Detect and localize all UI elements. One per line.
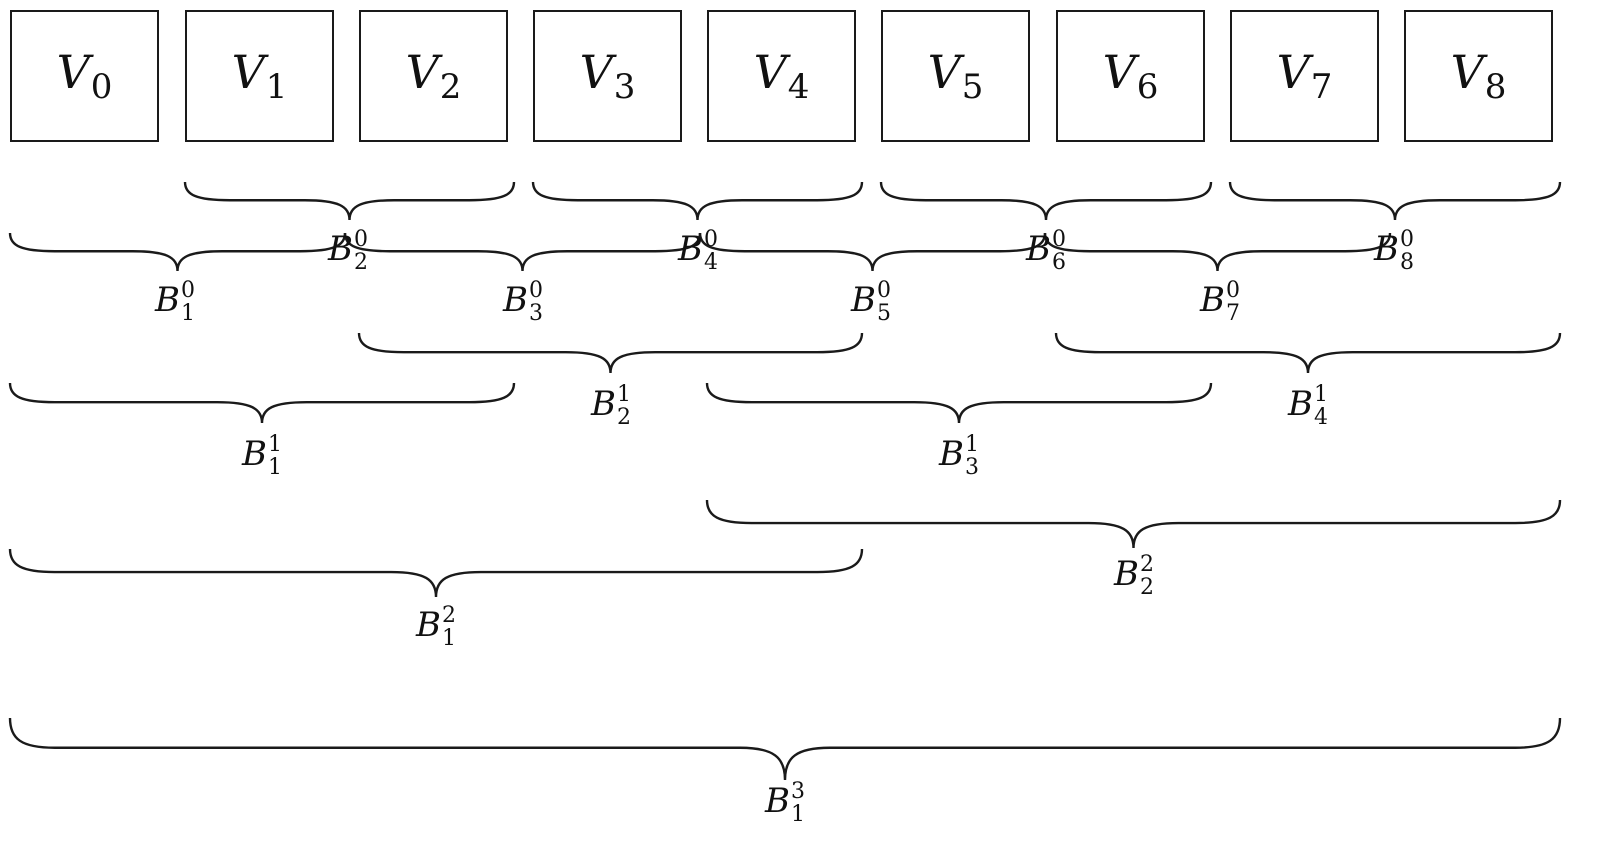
underbrace-b4-0 — [531, 181, 864, 221]
box-v7: V7 — [1230, 10, 1379, 142]
box-v1: V1 — [185, 10, 334, 142]
box-label: V4 — [753, 45, 810, 107]
box-label: V0 — [56, 45, 113, 107]
box-v2: V2 — [359, 10, 508, 142]
box-v4: V4 — [707, 10, 856, 142]
box-label: V7 — [1276, 45, 1333, 107]
underbrace-b1-1 — [8, 382, 516, 424]
box-label: V2 — [405, 45, 462, 107]
box-v3: V3 — [533, 10, 682, 142]
underbrace-b2-2 — [705, 499, 1562, 549]
underbrace-b7-0 — [1043, 232, 1392, 272]
underbrace-b1-2 — [8, 548, 864, 598]
box-label: V3 — [579, 45, 636, 107]
box-label: V6 — [1102, 45, 1159, 107]
box-v5: V5 — [881, 10, 1030, 142]
underbrace-b5-0 — [698, 232, 1047, 272]
underbrace-b3-1 — [705, 382, 1213, 424]
underbrace-b2-0 — [183, 181, 516, 221]
box-label: V5 — [927, 45, 984, 107]
box-v8: V8 — [1404, 10, 1553, 142]
box-label: V8 — [1450, 45, 1507, 107]
underbrace-b1-0 — [8, 232, 347, 272]
underbrace-b3-0 — [343, 232, 702, 272]
box-v0: V0 — [10, 10, 159, 142]
underbrace-b6-0 — [879, 181, 1213, 221]
underbrace-b2-1 — [357, 332, 864, 374]
underbrace-b4-1 — [1054, 332, 1562, 374]
underbrace-b1-3 — [8, 717, 1562, 781]
box-v6: V6 — [1056, 10, 1205, 142]
underbrace-b8-0 — [1228, 181, 1562, 221]
box-label: V1 — [231, 45, 288, 107]
